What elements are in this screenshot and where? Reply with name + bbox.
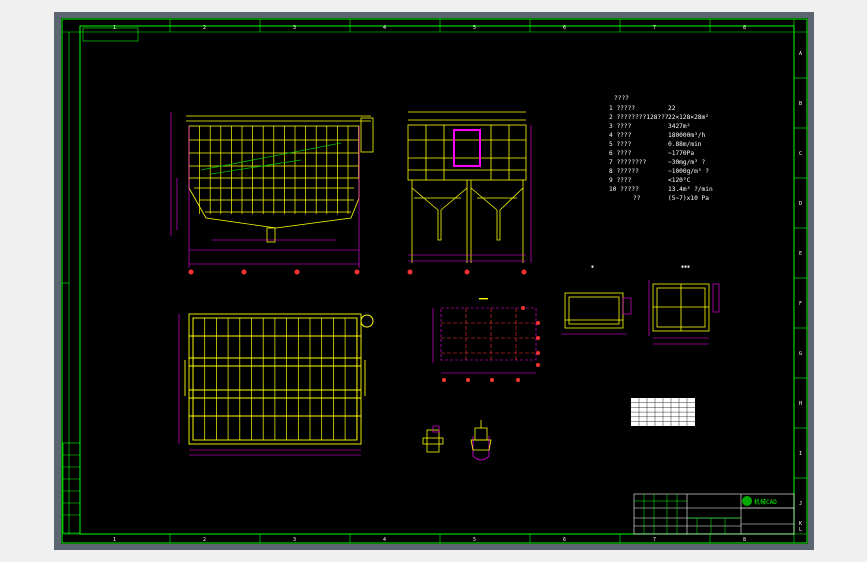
spec-value: ~1770Pa — [668, 150, 694, 157]
bottom-zone-label: 4 — [383, 537, 386, 543]
spec-label: ?? — [633, 195, 641, 202]
plan-view — [178, 313, 374, 456]
cad-viewport[interactable]: 1 2 3 4 5 6 7 8 1 2 3 4 5 6 7 8 A B C D — [54, 12, 814, 550]
section-a-view: ▪ — [561, 264, 632, 335]
spec-table: ???? 1 ????? 22 2 ????????128??? 22×128×… — [609, 95, 713, 202]
bottom-zone-label: 8 — [743, 537, 746, 543]
right-zone-label: K — [799, 521, 802, 527]
spec-label: 6 ???? — [609, 150, 632, 157]
section-b-view: ▪▪▪ — [648, 264, 720, 345]
zone-ticks — [62, 19, 807, 543]
svg-text:▬▬▬: ▬▬▬ — [479, 296, 488, 302]
outer-border — [61, 18, 808, 544]
front-elevation-view — [170, 112, 374, 275]
right-zone-label: A — [799, 51, 802, 57]
bottom-zone-label: 2 — [203, 537, 206, 543]
right-zone-label: C — [799, 151, 802, 157]
inner-border — [79, 25, 795, 535]
detail-views — [422, 420, 492, 461]
right-zone-label: E — [799, 251, 802, 257]
left-revision-table — [62, 442, 81, 534]
cad-drawing: 1 2 3 4 5 6 7 8 1 2 3 4 5 6 7 8 A B C D — [61, 18, 808, 544]
spec-label: 2 ????????128??? — [609, 114, 669, 121]
right-zone-label: H — [799, 401, 802, 407]
top-zone-label: 5 — [473, 25, 476, 31]
right-zone-label: B — [799, 101, 802, 107]
top-zone-label: 1 — [113, 25, 116, 31]
top-zone-label: 7 — [653, 25, 656, 31]
right-zone-label: G — [799, 351, 802, 357]
spec-table-title: ???? — [614, 95, 629, 102]
spec-label: 4 ???? — [609, 132, 632, 139]
spec-value: 22×128×28m² — [668, 114, 709, 121]
spec-value: 180000m³/h — [668, 132, 706, 139]
spec-value: 3427m² — [668, 123, 690, 130]
title-block: 机械CAD — [633, 493, 795, 535]
top-zone-label: 2 — [203, 25, 206, 31]
zone-labels: 1 2 3 4 5 6 7 8 1 2 3 4 5 6 7 8 A B C D — [113, 25, 802, 543]
spec-label: 8 ?????? — [609, 168, 639, 175]
bottom-zone-label: 1 — [113, 537, 116, 543]
top-zone-label: 6 — [563, 25, 566, 31]
right-zone-label: J — [799, 501, 802, 507]
spec-label: 5 ???? — [609, 141, 632, 148]
bottom-zone-label: 6 — [563, 537, 566, 543]
green-logo-icon — [742, 496, 752, 506]
spec-label: 10 ????? — [609, 186, 639, 193]
right-zone-label: F — [799, 301, 802, 307]
spec-value: ~30mg/m³ ? — [668, 159, 706, 166]
bottom-zone-label: 5 — [473, 537, 476, 543]
spec-label: 3 ???? — [609, 123, 632, 130]
spec-value: 0.88m/min — [668, 141, 702, 148]
spec-value: (5~7)x10 Pa — [668, 195, 709, 202]
logo-text: 机械CAD — [754, 498, 777, 506]
foundation-plan-view: ▬▬▬ — [432, 296, 540, 382]
spec-label: 9 ???? — [609, 177, 632, 184]
side-elevation-view — [407, 111, 532, 275]
spec-value: <120°C — [668, 176, 691, 184]
top-zone-label: 3 — [293, 25, 296, 31]
right-zone-label: I — [799, 451, 802, 457]
right-zone-label: L — [799, 527, 802, 533]
svg-text:▪▪▪: ▪▪▪ — [681, 264, 690, 270]
drawing-number-box — [82, 27, 139, 42]
spec-value: 13.4m³ ?/min — [668, 186, 713, 193]
material-table — [631, 398, 695, 426]
top-zone-label: 8 — [743, 25, 746, 31]
bottom-zone-label: 3 — [293, 537, 296, 543]
spec-value: 22 — [668, 105, 676, 112]
top-zone-label: 4 — [383, 25, 386, 31]
drawing-canvas[interactable]: 1 2 3 4 5 6 7 8 1 2 3 4 5 6 7 8 A B C D — [61, 18, 808, 544]
spec-value: ~1000g/m³ ? — [668, 168, 709, 175]
right-zone-label: D — [799, 201, 802, 207]
svg-text:▪: ▪ — [591, 264, 594, 270]
bottom-zone-label: 7 — [653, 537, 656, 543]
spec-label: 7 ???????? — [609, 159, 647, 166]
spec-label: 1 ????? — [609, 105, 635, 112]
